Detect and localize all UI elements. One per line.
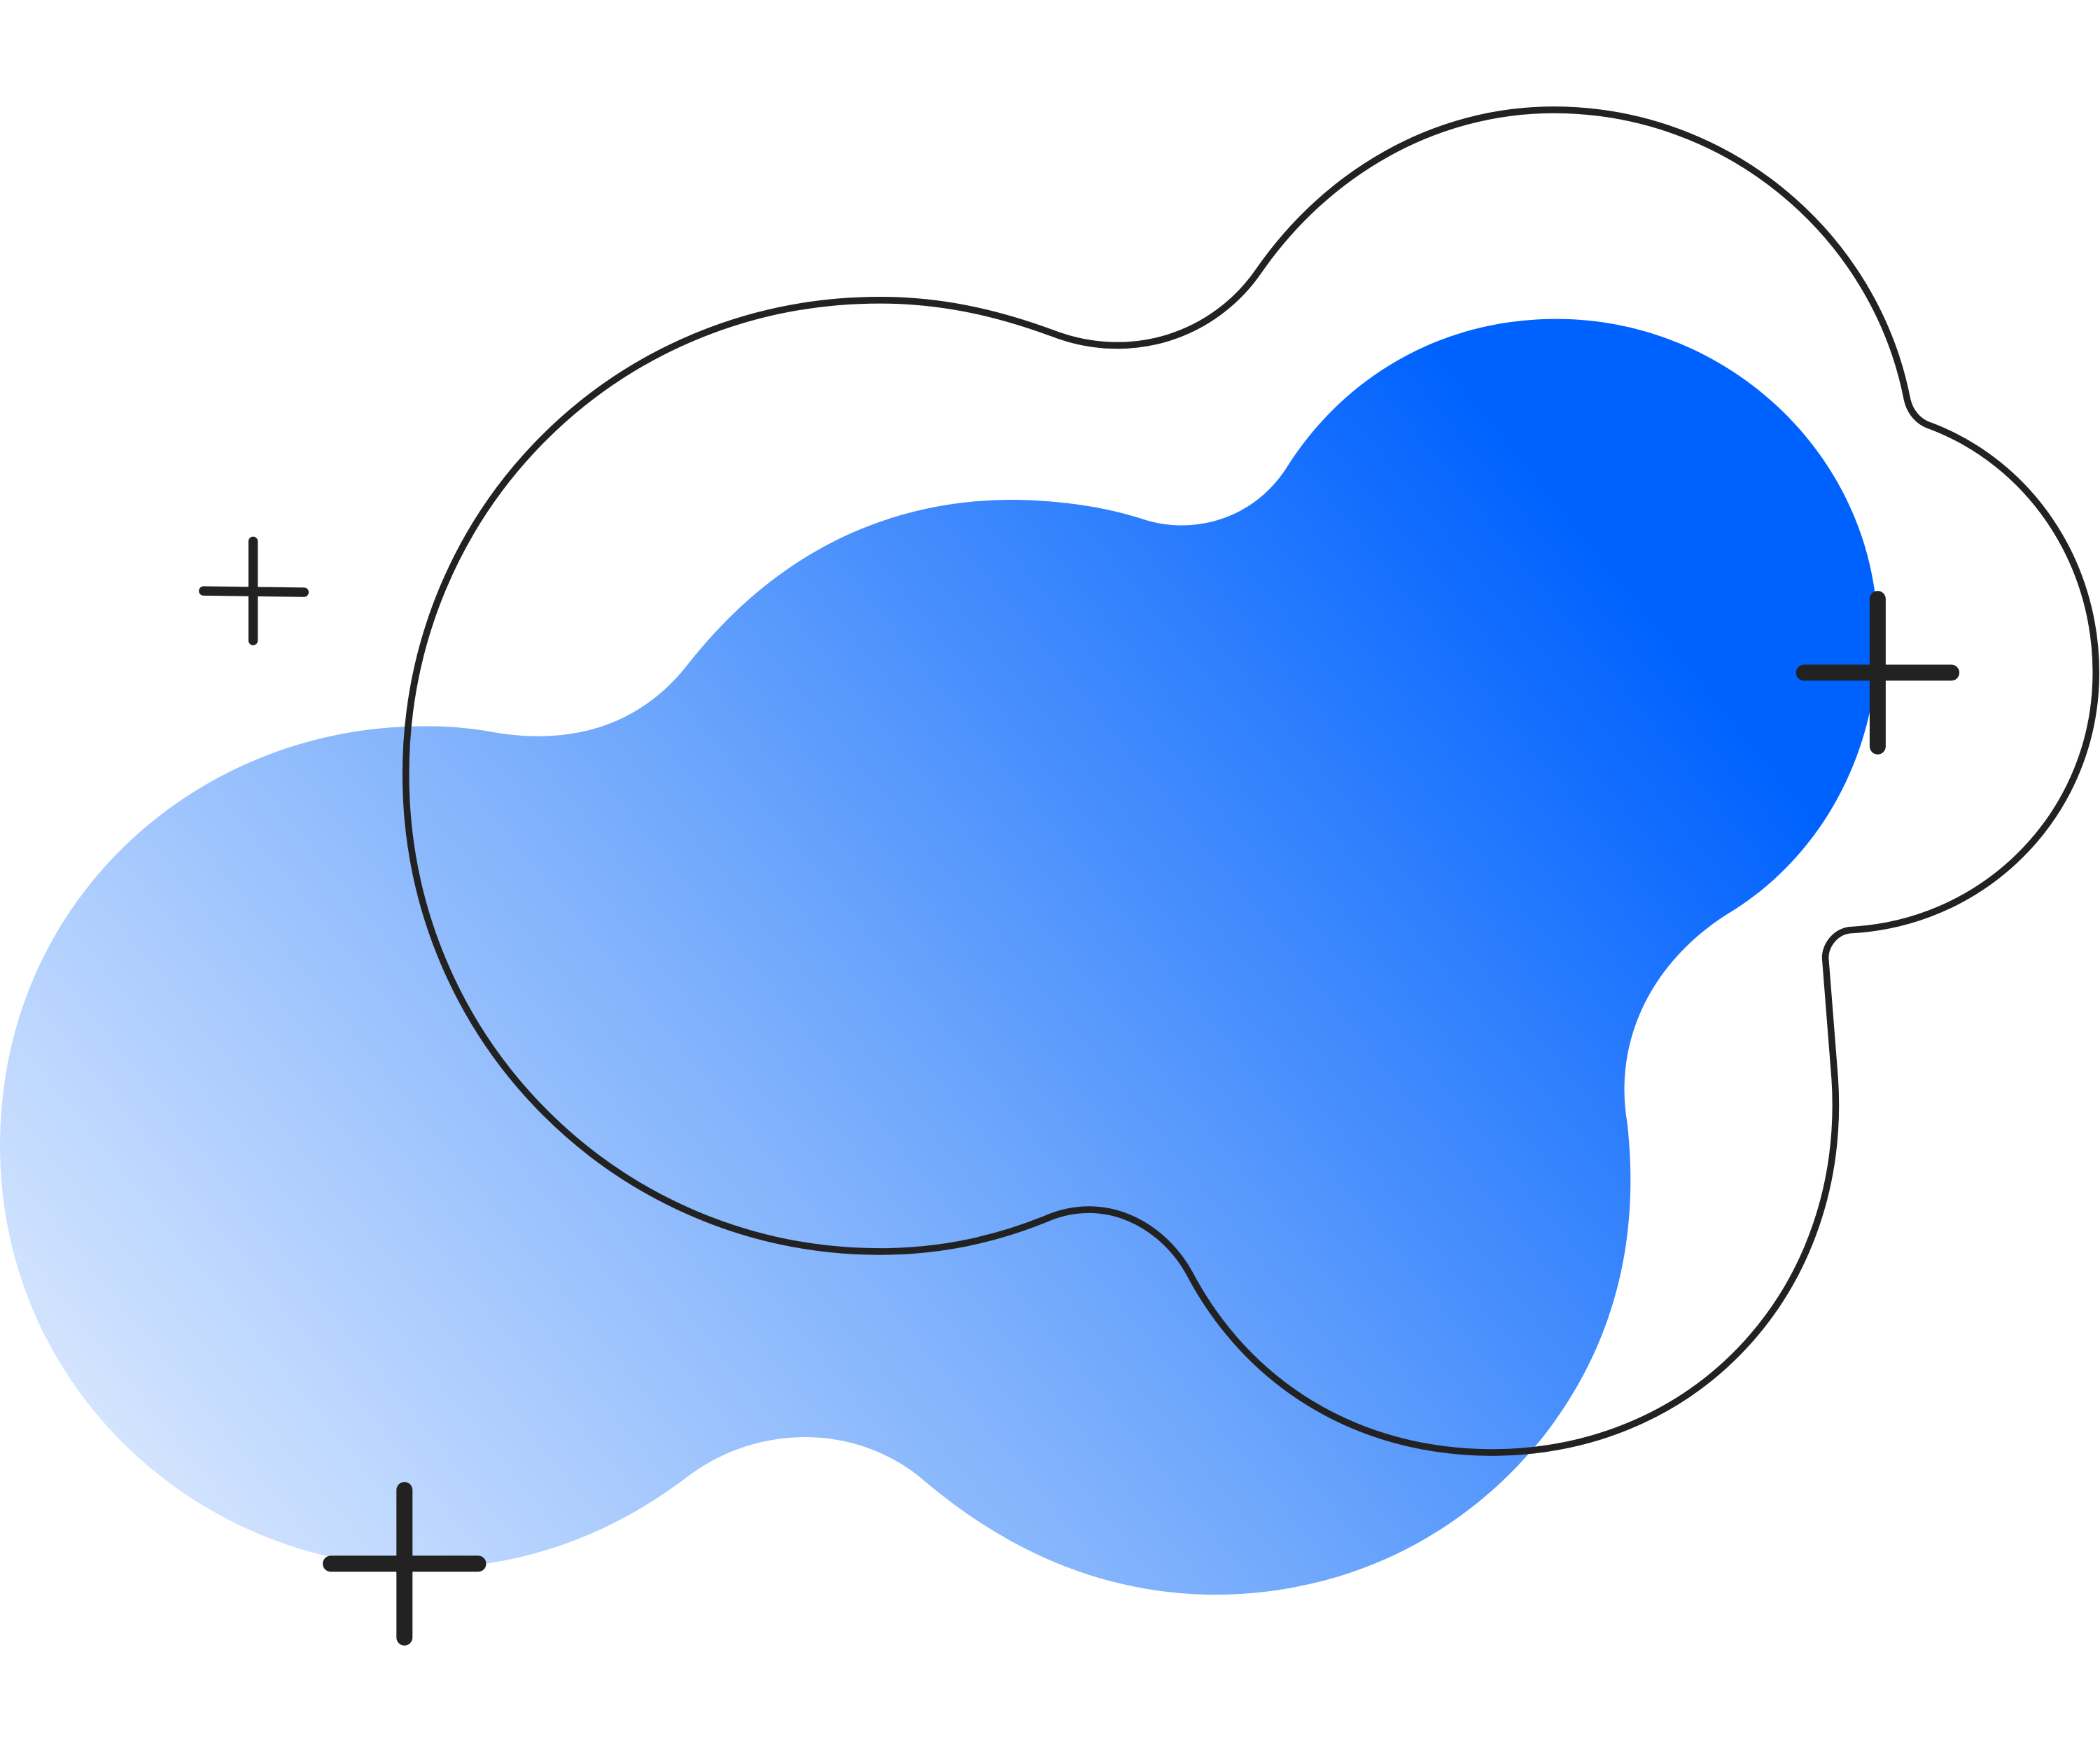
gradient-blob-shape xyxy=(0,318,1878,1595)
plus-icon xyxy=(199,536,309,645)
plus-icon xyxy=(1795,591,1960,755)
outline-cloud-shape xyxy=(402,106,2100,1456)
plus-icon xyxy=(323,1482,486,1646)
